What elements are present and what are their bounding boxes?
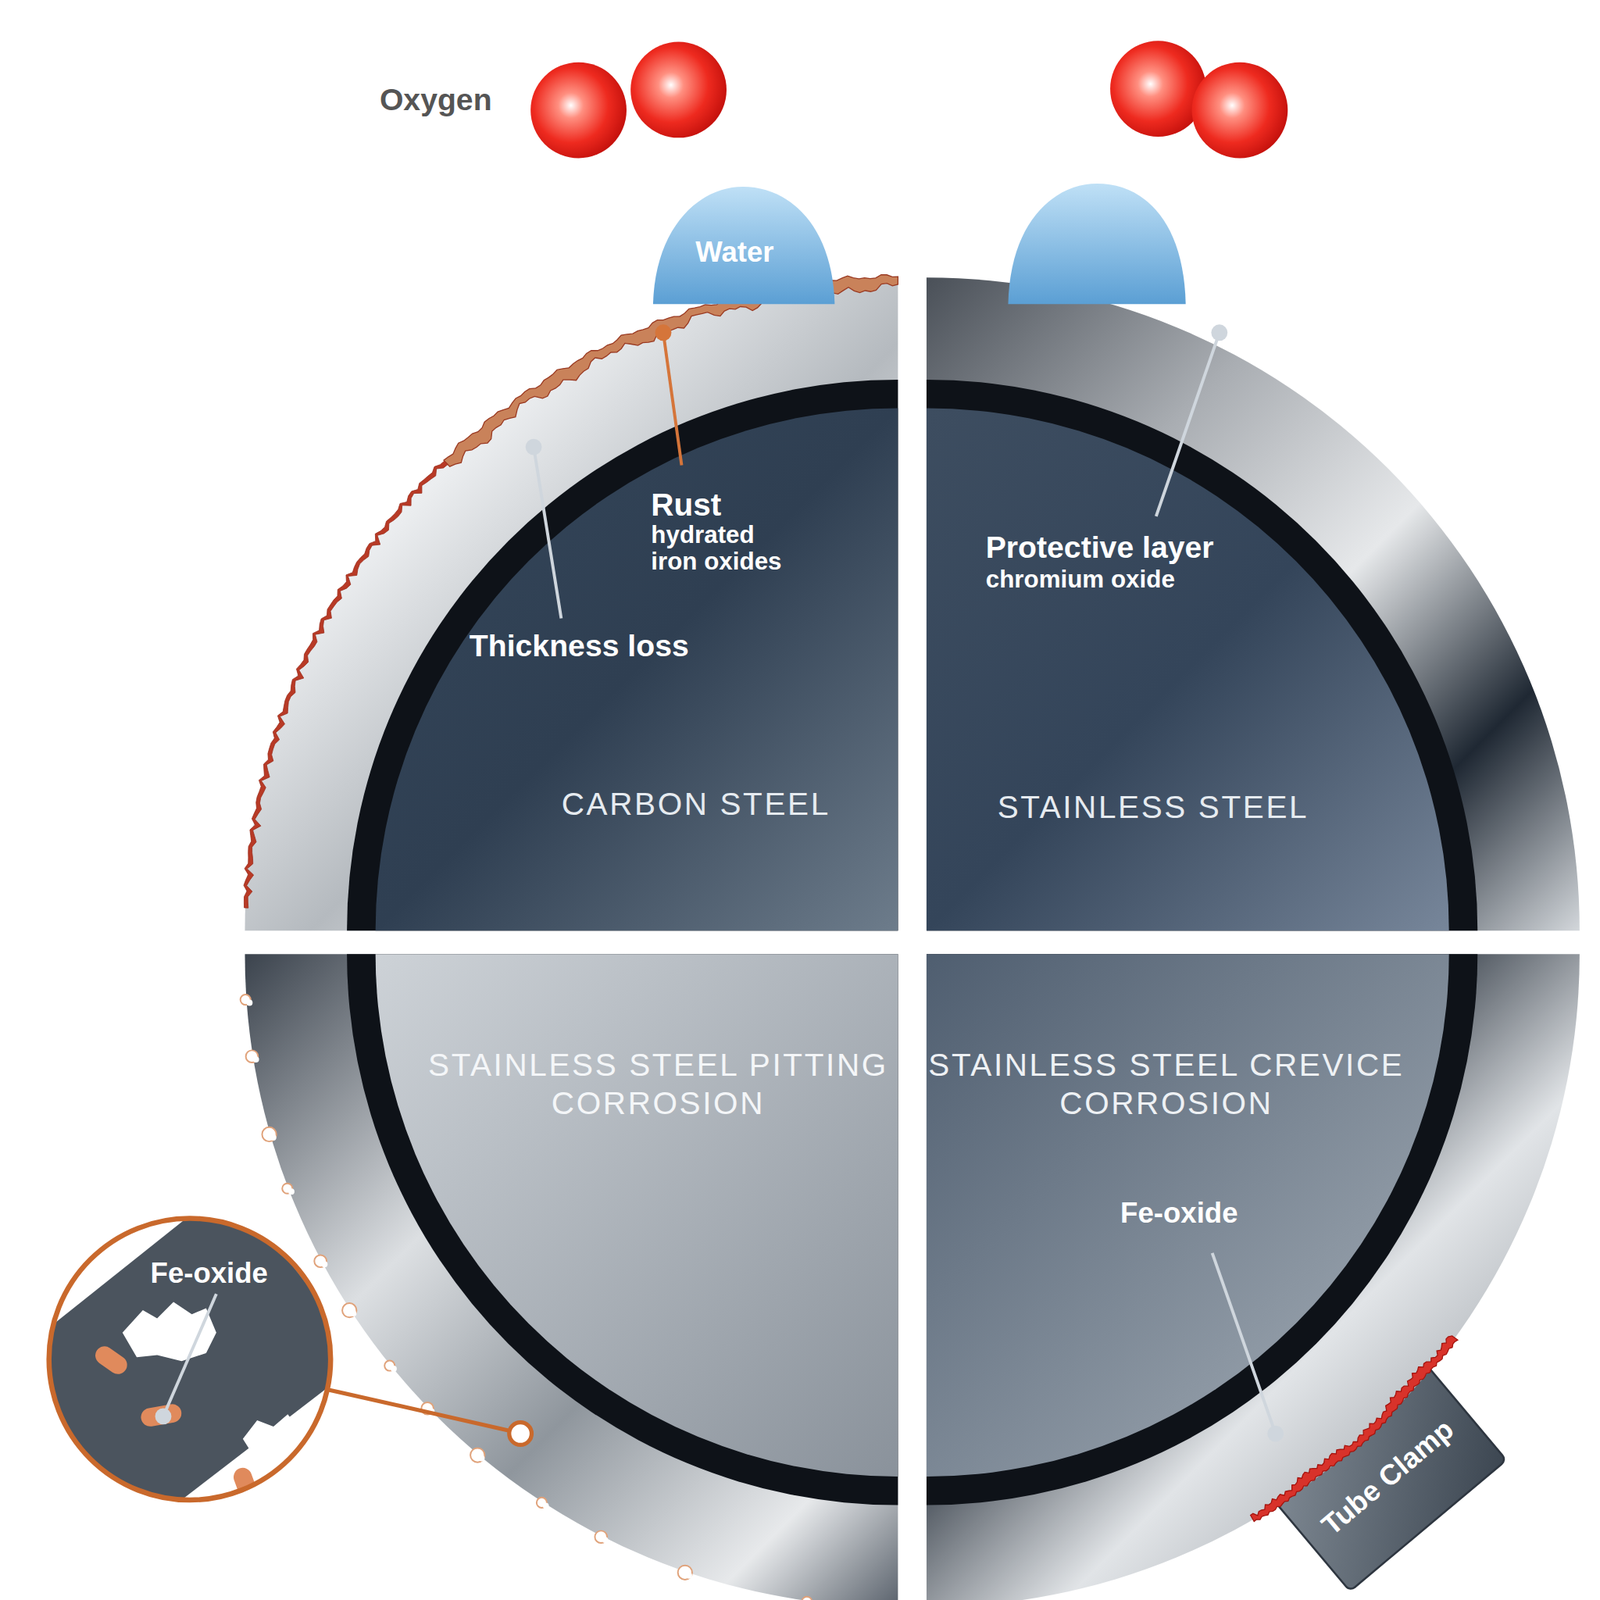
steel-wall	[244, 953, 898, 1600]
oxygen-atom	[1110, 40, 1207, 137]
leader-dot	[1210, 324, 1228, 341]
steel-wall	[926, 277, 1580, 931]
tube-bore	[926, 407, 1450, 931]
leader-line	[163, 1293, 217, 1417]
clamp-body	[1238, 1327, 1507, 1592]
inset-border	[49, 1218, 331, 1500]
molecule-label: Oxygen	[379, 83, 493, 117]
stainless-steel-quadrant-shape	[926, 260, 1597, 931]
inset-content	[42, 1212, 337, 1507]
oxygen-atom	[1192, 62, 1289, 159]
callout-detail: hydrated iron oxides	[650, 521, 804, 575]
oxygen-atom	[630, 42, 727, 139]
oxide-particle	[139, 1402, 184, 1428]
pitting-corrosion-quadrant: STAINLESS STEEL PITTING CORROSION	[228, 953, 899, 1600]
steel-section	[42, 1212, 337, 1507]
oxygen-molecule	[1110, 40, 1288, 158]
oxygen-atom	[530, 62, 627, 159]
node-text: Water	[695, 235, 774, 269]
stainless-steel-quadrant: STAINLESS STEEL	[926, 260, 1597, 931]
corrosion-pit	[242, 1414, 300, 1458]
water-droplet	[1007, 183, 1186, 304]
callout-title: Protective layer	[985, 531, 1215, 565]
carbon-steel-quadrant: CARBON STEEL	[228, 260, 899, 931]
node-text: STAINLESS STEEL PITTING CORROSION	[418, 1047, 899, 1123]
oxygen-molecule	[530, 42, 727, 159]
node-text: CARBON STEEL	[561, 786, 831, 825]
water-droplet	[653, 186, 835, 304]
node-text: Fe-oxide	[150, 1256, 268, 1290]
callout-title: Fe-oxide	[1120, 1197, 1238, 1229]
tube-bore	[926, 953, 1450, 1477]
inner-wall-edge	[346, 953, 898, 1505]
magnified-pit-inset: Fe-oxide	[42, 1212, 337, 1507]
inner-wall-edge	[346, 379, 898, 931]
tube-bore	[375, 407, 899, 931]
callout-detail: chromium oxide	[985, 566, 1175, 593]
leader-dot	[155, 1407, 172, 1425]
magnified-pit-inset-shape	[42, 1212, 337, 1507]
crevice-corrosion-quadrant: STAINLESS STEEL CREVICE CORROSION	[926, 953, 1597, 1600]
corrosion-pit	[122, 1302, 217, 1362]
tube-bore	[375, 953, 899, 1477]
node-text: STAINLESS STEEL	[997, 789, 1309, 828]
inner-wall-edge	[926, 379, 1478, 931]
callout-title: Thickness loss	[469, 629, 690, 663]
node-text: STAINLESS STEEL CREVICE CORROSION	[926, 1047, 1407, 1123]
steel-wall	[244, 277, 898, 931]
water-droplet-node: Water	[653, 186, 835, 304]
callout-title: Rust	[650, 487, 722, 522]
carbon-steel-quadrant-shape	[228, 260, 899, 931]
steel-wall	[926, 953, 1580, 1600]
oxide-particle	[91, 1342, 131, 1379]
